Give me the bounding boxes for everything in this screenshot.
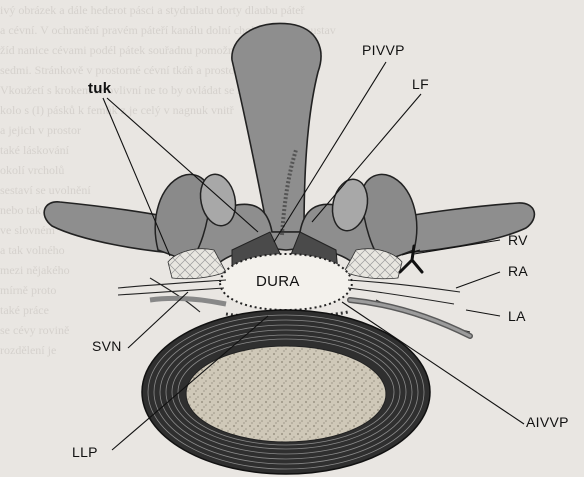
- label-posterior-longitudinal-ligament: LLP: [72, 444, 98, 460]
- label-lumbar-artery: LA: [508, 308, 526, 324]
- label-sinuvertebral-nerve: SVN: [92, 338, 122, 354]
- label-posterior-internal-venous-plexus: PIVVP: [362, 42, 405, 58]
- label-ligamentum-flavum: LF: [412, 76, 429, 92]
- label-anterior-internal-venous-plexus: AIVVP: [526, 414, 569, 430]
- label-radicular-artery: RA: [508, 263, 528, 279]
- label-dura: DURA: [256, 273, 300, 290]
- label-radicular-vein: RV: [508, 232, 528, 248]
- label-fat: tuk: [88, 80, 111, 97]
- spinous-process: [232, 23, 321, 232]
